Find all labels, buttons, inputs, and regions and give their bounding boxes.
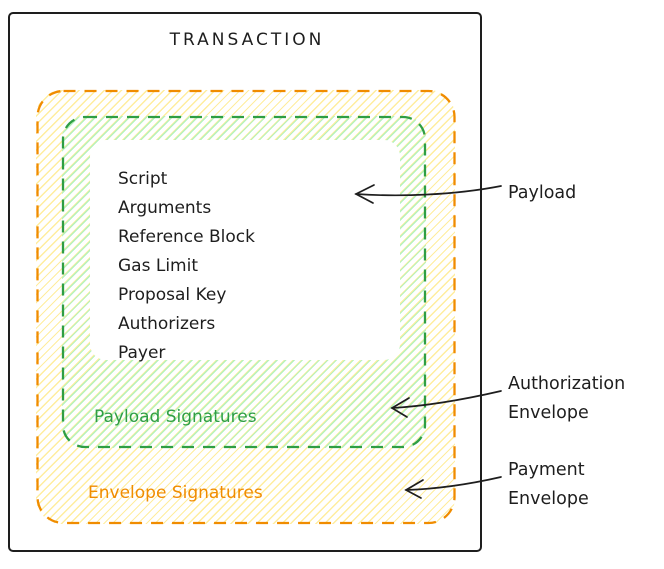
- authorization-envelope-annotation: Authorization Envelope: [508, 370, 625, 428]
- payload-item: Payer: [118, 343, 166, 363]
- authorization-annotation-line2: Envelope: [508, 403, 589, 423]
- transaction-box: [8, 12, 482, 552]
- payload-item: Gas Limit: [118, 256, 198, 276]
- payload-item: Arguments: [118, 198, 212, 218]
- authorization-annotation-line1: Authorization: [508, 374, 626, 394]
- payment-envelope-annotation: Payment Envelope: [508, 456, 589, 514]
- envelope-signatures-label: Envelope Signatures: [88, 483, 263, 503]
- payload-annotation-text: Payload: [508, 183, 577, 203]
- payload-item: Script: [118, 169, 168, 189]
- payload-annotation: Payload: [508, 179, 576, 208]
- payment-annotation-line2: Envelope: [508, 489, 589, 509]
- payload-item: Proposal Key: [118, 285, 227, 305]
- transaction-title: TRANSACTION: [169, 30, 325, 50]
- payload-item: Authorizers: [118, 314, 216, 334]
- payload-signatures-label: Payload Signatures: [94, 407, 257, 427]
- payment-annotation-line1: Payment: [508, 460, 585, 480]
- payload-item: Reference Block: [118, 227, 255, 247]
